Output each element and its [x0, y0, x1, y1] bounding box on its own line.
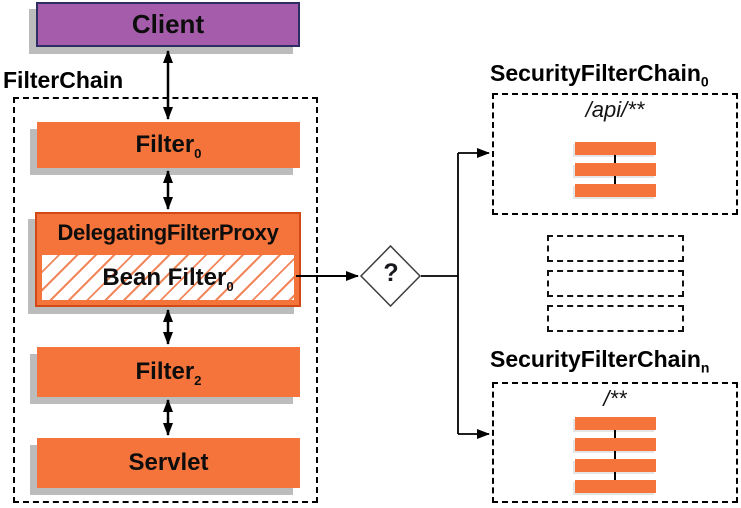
- filter2-label: Filter2: [135, 358, 202, 388]
- security-filter-bar: [574, 480, 656, 493]
- bean-filter-label: Bean Filter0: [102, 263, 234, 294]
- servlet-box: Servlet: [37, 438, 300, 488]
- delegating-filter-proxy-box: DelegatingFilterProxy Bean Filter0: [35, 212, 301, 307]
- client-box: Client: [36, 2, 300, 47]
- bean-filter-box: Bean Filter0: [42, 255, 294, 300]
- securityfilterchain0-box: /api/**: [492, 93, 738, 215]
- securityfilterchainn-filters: [494, 417, 736, 501]
- securityfilterchain0-filters: [494, 142, 736, 205]
- security-filter-bar: [574, 184, 656, 197]
- filterchain-title: FilterChain: [3, 67, 124, 93]
- security-filter-bar: [574, 417, 656, 430]
- filter0-label: Filter0: [135, 131, 202, 161]
- collapsed-chain-box: [547, 235, 684, 262]
- collapsed-chain-box: [547, 305, 684, 332]
- collapsed-chain-box: [547, 270, 684, 297]
- servlet-label: Servlet: [128, 449, 209, 476]
- security-filter-bar: [574, 163, 656, 176]
- client-label: Client: [131, 9, 205, 39]
- url-pattern-label: /**: [603, 386, 627, 411]
- collapsed-chains: [547, 235, 684, 340]
- securityfilterchainn-title: SecurityFilterChainn: [490, 346, 710, 376]
- security-filter-bar: [574, 438, 656, 451]
- decision-question-label: ?: [383, 259, 399, 287]
- securityfilterchainn-box: /**: [492, 382, 738, 503]
- security-filter-bar: [574, 459, 656, 472]
- delegating-filter-proxy-label: DelegatingFilterProxy: [57, 220, 279, 245]
- securityfilterchain0-title: SecurityFilterChain0: [490, 60, 709, 90]
- security-filter-bar: [574, 142, 656, 155]
- url-pattern-label: /api/**: [585, 97, 645, 122]
- filter2-box: Filter2: [37, 347, 300, 397]
- filter0-box: Filter0: [37, 122, 300, 168]
